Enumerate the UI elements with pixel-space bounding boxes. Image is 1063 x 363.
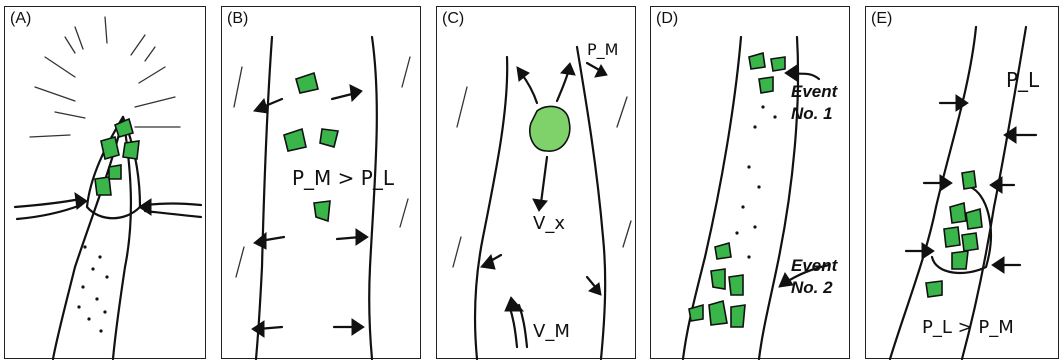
magma-pressure-label: P_M bbox=[587, 40, 618, 60]
clast bbox=[296, 73, 318, 93]
panel-d-sketch bbox=[651, 7, 851, 360]
dike-wall-left bbox=[256, 37, 272, 359]
panel-a-sketch bbox=[5, 7, 207, 360]
clast bbox=[709, 301, 727, 325]
clast bbox=[771, 57, 785, 71]
vesicle-dots bbox=[77, 245, 108, 332]
clast bbox=[944, 227, 960, 247]
lithostatic-pressure-label: P_L bbox=[1006, 68, 1040, 92]
clast bbox=[123, 141, 139, 159]
panel-d: (D) Event No. 1 Event No. 2 bbox=[650, 6, 850, 359]
velocity-x-label: V_x bbox=[533, 213, 565, 234]
clast bbox=[950, 203, 966, 223]
clast bbox=[314, 201, 330, 221]
event-1-label: Event No. 1 bbox=[791, 81, 837, 125]
clast bbox=[759, 77, 773, 93]
clast bbox=[711, 269, 725, 289]
panel-e: (E) P_L P_L > P_M bbox=[865, 6, 1059, 359]
pressure-relation-annotation: P_M > P_L bbox=[292, 166, 395, 190]
event-2-label: Event No. 2 bbox=[791, 255, 837, 299]
panel-c-sketch: P_M V_x V_M bbox=[437, 7, 637, 360]
pressure-relation-annotation: P_L > P_M bbox=[922, 317, 1014, 338]
vesicle-dots bbox=[735, 105, 776, 258]
clast bbox=[729, 275, 743, 295]
event-1-line1: Event bbox=[791, 81, 837, 103]
clast bbox=[731, 305, 745, 327]
clast bbox=[320, 129, 338, 147]
fracture-tip-rays bbox=[30, 17, 180, 137]
panel-a: (A) bbox=[4, 6, 206, 359]
clast bbox=[115, 119, 133, 137]
clast bbox=[715, 243, 731, 259]
clast bbox=[952, 251, 968, 269]
panel-c: (C) P_M V_x V_M bbox=[436, 6, 636, 359]
event-1-line2: No. 1 bbox=[791, 103, 837, 125]
panel-e-sketch: P_L P_L > P_M bbox=[866, 7, 1060, 360]
dike-wall-right bbox=[369, 37, 377, 359]
clast bbox=[962, 233, 978, 251]
clast bbox=[966, 209, 982, 229]
clast bbox=[926, 281, 942, 297]
dike-wall-left bbox=[475, 57, 507, 359]
panel-b: (B) P_M > P_L bbox=[221, 6, 421, 359]
clast bbox=[284, 129, 306, 151]
outward-arrows bbox=[252, 85, 368, 337]
clast bbox=[101, 137, 119, 159]
event-2-line1: Event bbox=[791, 255, 837, 277]
central-clast bbox=[530, 106, 570, 151]
dike-wall-right bbox=[577, 47, 605, 359]
event-2-line2: No. 2 bbox=[791, 277, 837, 299]
arrow-right-squeeze bbox=[145, 204, 201, 206]
panel-b-sketch: P_M > P_L bbox=[222, 7, 422, 360]
clast bbox=[749, 53, 765, 69]
dike-wall-left bbox=[890, 27, 976, 359]
velocity-m-label: V_M bbox=[533, 321, 570, 342]
arrow-left-squeeze bbox=[15, 199, 80, 207]
clast bbox=[962, 171, 976, 189]
clast bbox=[689, 305, 703, 321]
clast bbox=[109, 165, 121, 179]
